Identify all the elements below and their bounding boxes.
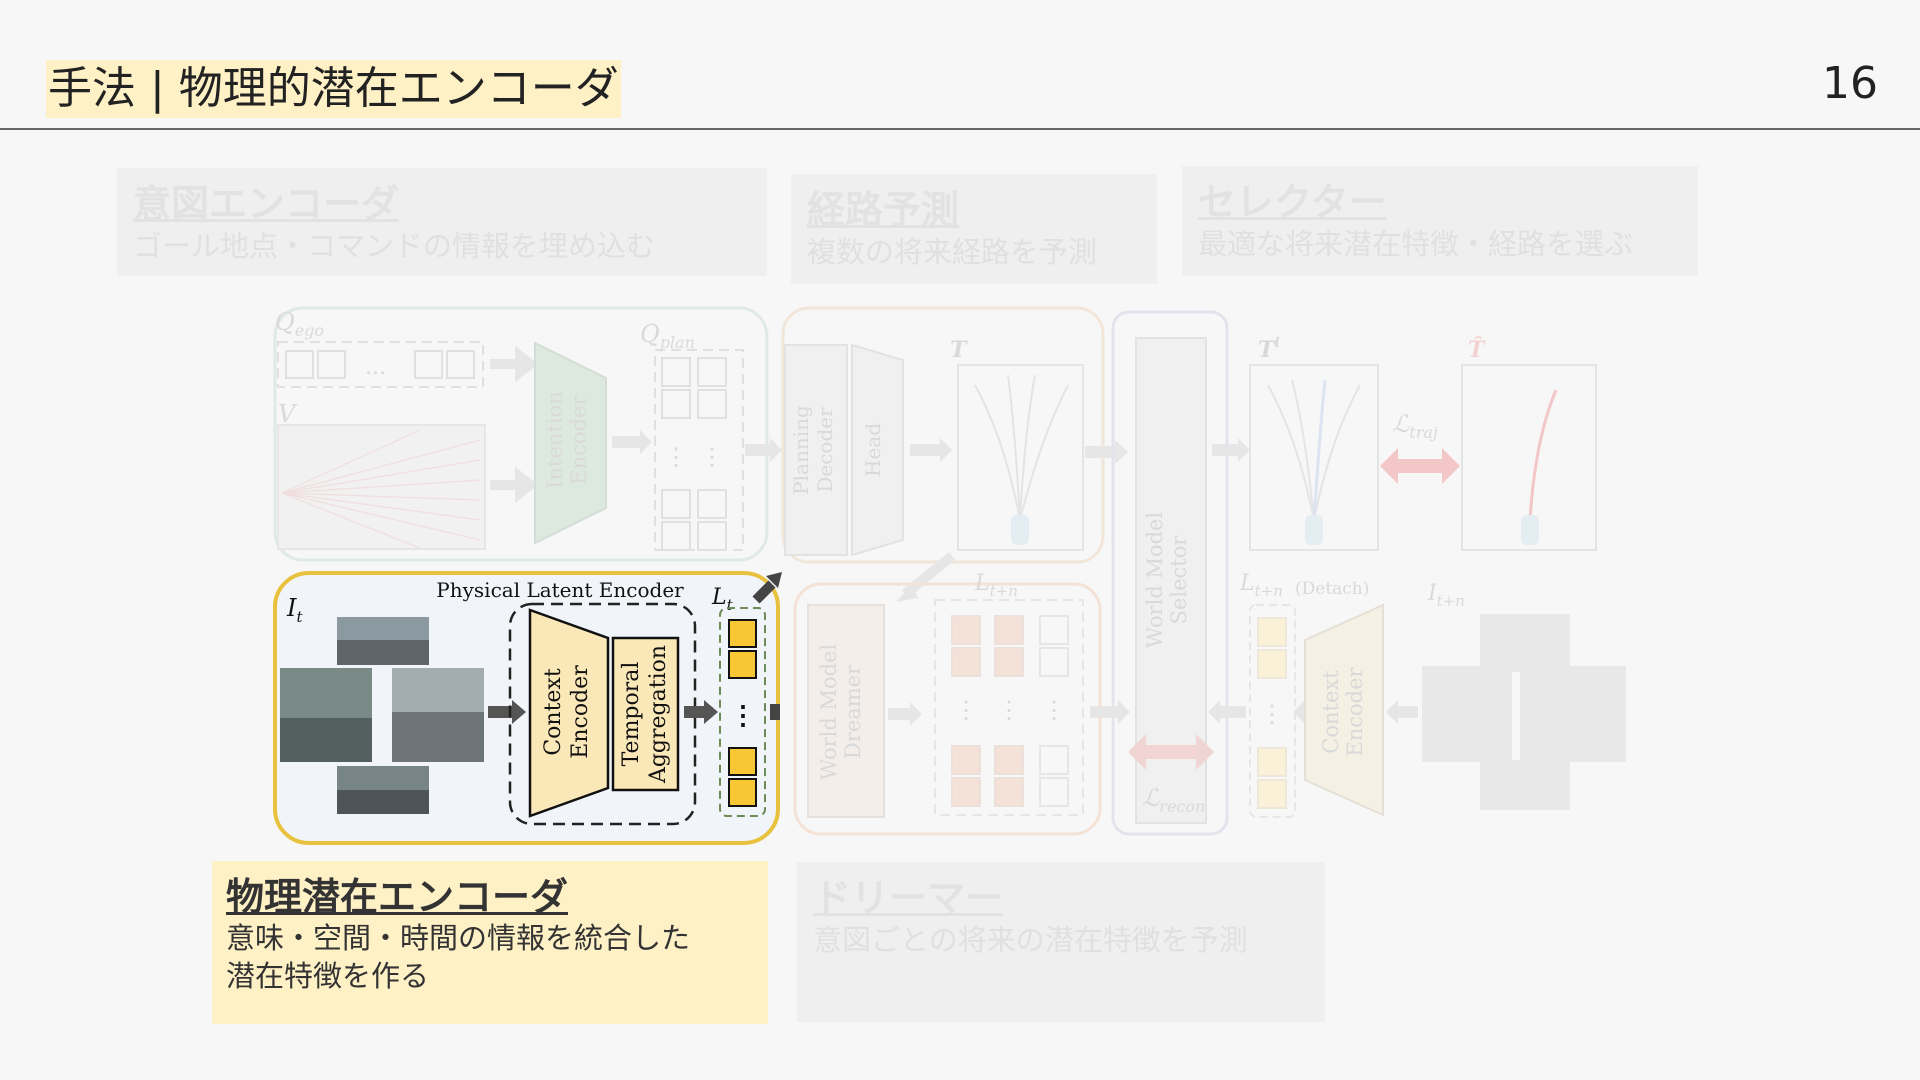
context-encoder-future-label: ContextEncoder [1319,666,1367,756]
caption-description: 意図ごとの将来の潜在特徴を予測 [813,923,1248,957]
vdots: ⋮ [997,696,1021,724]
future-camera-views [1422,614,1626,810]
i-t-n-label: It+n [1427,581,1465,610]
context-encoder-label: ContextEncoder [541,665,593,759]
l-traj-label: ℒtraj [1392,410,1438,442]
temporal-aggregation-label: TemporalAggregation [619,645,671,784]
v-label: V [278,400,298,428]
vdots: ⋮ [664,443,688,471]
caption-heading: ドリーマー [813,876,1004,920]
latent-tokens [728,619,757,807]
caption-heading: セレクター [1198,180,1387,224]
page-number: 16 [1822,58,1878,109]
caption-physical-latent-encoder: 物理潜在エンコーダ 意味・空間・時間の情報を統合した潜在特徴を作る [212,861,768,1024]
future-latent-region: Lt+n (Detach) ⋮ ContextEncoder It+n [1208,571,1626,818]
caption-description: 意味・空間・時間の情報を統合した潜在特徴を作る [226,921,691,993]
intention-encoder-label: IntentionEncoder [543,391,591,489]
dreamer-region: World ModelDreamer Lt+n ⋮ ⋮ ⋮ [793,552,1130,836]
vocabulary-rays [281,429,481,549]
l-t-n-detach-label: Lt+n [1239,571,1283,600]
world-model-selector: World ModelSelector ℒrecon [1111,310,1229,836]
vdots: ⋮ [730,701,756,731]
caption-heading: 経路予測 [807,188,960,232]
detach-label: (Detach) [1295,579,1369,599]
vdots: ⋮ [1260,700,1284,728]
surround-camera-views [280,617,484,814]
caption-description: ゴール地点・コマンドの情報を埋め込む [133,229,656,263]
caption-trajectory-prediction: 経路予測 複数の将来経路を予測 [791,174,1157,284]
physical-latent-encoder: Physical Latent Encoder It ContextEncode… [273,571,782,845]
ellipsis: ... [365,355,386,380]
vdots: ⋮ [700,443,724,471]
title-divider [0,128,1920,130]
dreamer-label: World ModelDreamer [817,644,865,781]
caption-intention-encoder: 意図エンコーダ ゴール地点・コマンドの情報を埋め込む [117,168,767,276]
physical-latent-encoder-label: Physical Latent Encoder [436,578,684,602]
t-label: T [950,337,968,363]
intention-encoder-region: Qego ... V IntentionEncoder Qplan ⋮ ⋮ [273,306,769,562]
selector-label: World ModelSelector [1143,512,1191,649]
l-t-label: Lt [711,585,734,614]
t-hat-label: T̂ [1468,337,1486,363]
q-ego-label: Qego [275,308,324,340]
head-label: Head [861,423,885,477]
vdots: ⋮ [1042,696,1066,724]
trajectory-prediction-region: PlanningDecoder Head T [745,306,1128,564]
t-i-label: Ti [1258,335,1280,363]
selected-trajectory-region: Ti ℒtraj T̂ [1212,335,1597,551]
page-title: 手法 | 物理的潜在エンコーダ [46,60,621,118]
q-plan-label: Qplan [640,320,695,352]
caption-description: 複数の将来経路を予測 [807,235,1098,269]
caption-description: 最適な将来潜在特徴・経路を選ぶ [1198,227,1634,261]
caption-dreamer: ドリーマー 意図ごとの将来の潜在特徴を予測 [797,862,1325,1022]
caption-heading: 物理潜在エンコーダ [226,875,569,919]
i-t-label: It [286,594,303,626]
l-t-n-label: Lt+n [974,571,1018,600]
planning-decoder-label: PlanningDecoder [789,405,837,495]
caption-heading: 意図エンコーダ [133,182,400,226]
vdots: ⋮ [954,696,978,724]
caption-selector: セレクター 最適な将来潜在特徴・経路を選ぶ [1182,166,1698,276]
l-recon-label: ℒrecon [1142,784,1205,816]
